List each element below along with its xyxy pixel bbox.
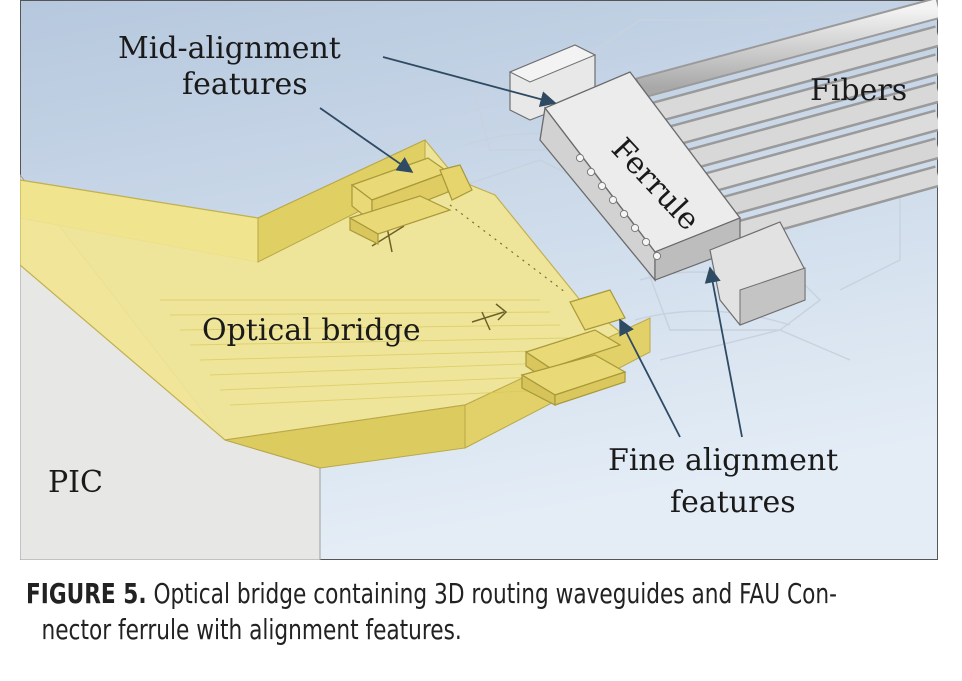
figure-caption: FIGURE 5. Optical bridge containing 3D r…	[26, 576, 837, 648]
label-mid-alignment-line1: Mid-alignment	[118, 31, 341, 66]
label-pic: PIC	[48, 465, 103, 500]
label-fibers: Fibers	[810, 73, 907, 108]
leader-arrows	[319, 56, 743, 438]
caption-line2: nector ferrule with alignment features.	[41, 613, 462, 646]
arrow-mid-alignment-ferrule	[382, 56, 557, 108]
caption-line1: Optical bridge containing 3D routing wav…	[153, 577, 837, 610]
figure-illustration: Mid-alignment features Fibers Ferrule Op…	[20, 0, 938, 560]
label-fine-alignment-line2: features	[670, 485, 796, 520]
label-mid-alignment-line2: features	[182, 67, 308, 102]
arrow-mid-alignment-bridge	[319, 107, 414, 173]
label-fine-alignment-line1: Fine alignment	[608, 443, 838, 478]
label-optical-bridge: Optical bridge	[202, 313, 421, 348]
optical-bridge	[20, 139, 651, 469]
caption-figure-number: FIGURE 5.	[26, 577, 147, 610]
arrow-fine-alignment-bridge	[619, 318, 681, 438]
fiber-bundle	[629, 0, 938, 243]
arrow-fine-alignment-ferrule	[704, 266, 743, 438]
ferrule-body	[508, 44, 806, 326]
